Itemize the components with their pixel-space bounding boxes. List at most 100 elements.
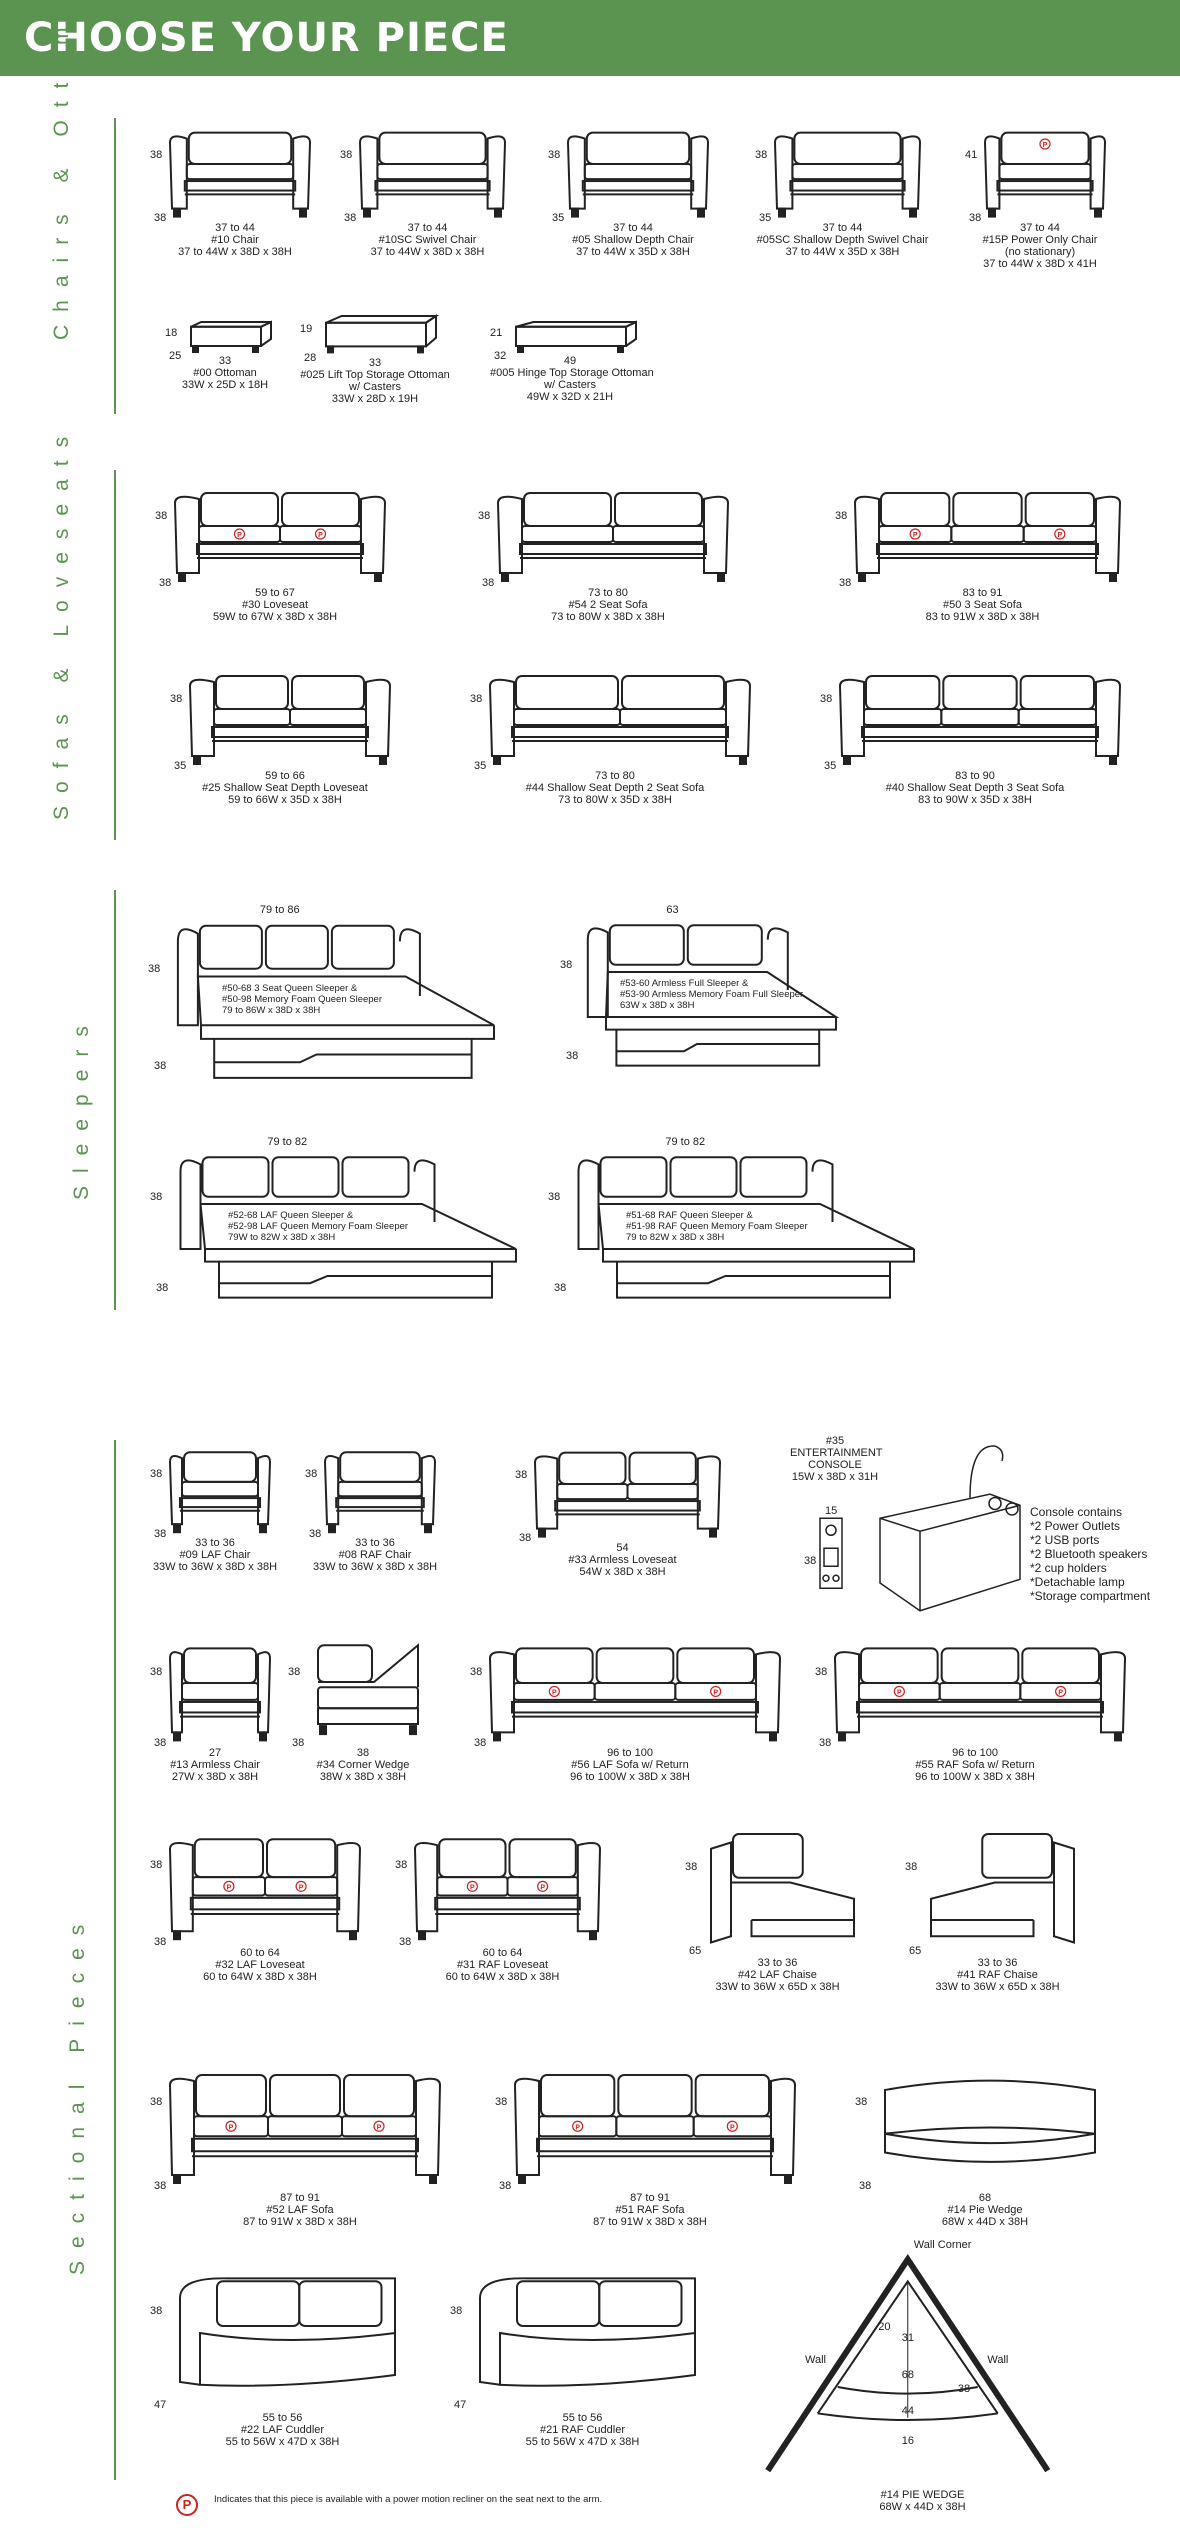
svg-text:P: P (575, 2124, 580, 2131)
dim-depth: 38 (154, 2180, 167, 2192)
dim-width: 49 (563, 355, 577, 367)
dim-height: 41 (965, 148, 978, 161)
piece-drawing (317, 1643, 419, 1736)
section-label-sectional: Sectional Pieces (66, 1911, 89, 2275)
section-label-sofas: Sofas & Loveseats (50, 423, 73, 820)
caption-line: #50 3 Seat Sofa (943, 599, 1022, 611)
caption-line: 15W x 38D x 31H (791, 1471, 879, 1483)
caption-line: w/ Casters (349, 381, 401, 393)
feature-line: *2 Power Outlets (1030, 1519, 1121, 1534)
dim-height: 38 (755, 148, 768, 161)
dim-width: 96 to 100 (607, 1747, 653, 1759)
svg-text:P: P (713, 1689, 718, 1696)
piece-drawing (853, 492, 1122, 582)
dim-depth: 38 (154, 1935, 167, 1948)
svg-text:P: P (730, 2124, 735, 2131)
caption-line: 49W x 32D x 21H (526, 391, 614, 403)
caption-line: #09 LAF Chair (179, 1549, 251, 1561)
dim-height: 38 (495, 2096, 508, 2109)
dim-width: 55 to 56 (562, 2412, 603, 2424)
caption-line: CONSOLE (808, 1459, 862, 1471)
piece-drawing (168, 131, 312, 218)
feature-line: *2 cup holders (1030, 1561, 1107, 1576)
section-rule (114, 118, 116, 414)
dim-depth: 38 (474, 1736, 487, 1749)
caption-line: #10SC Swivel Chair (378, 234, 477, 246)
dim-height: 38 (150, 2096, 163, 2109)
console-features: Console contains*2 Power Outlets*2 USB p… (1030, 1505, 1150, 1603)
dim-height: 38 (288, 1666, 301, 1679)
wall-label: Wall (987, 2354, 1009, 2366)
power-icon: P (466, 1880, 478, 1892)
page-header: CHOOSE YOUR PIECE (0, 0, 1180, 76)
dim-depth: 38 (154, 1527, 167, 1540)
caption-line: #31 RAF Loveseat (456, 1959, 549, 1971)
caption-line: #44 Shallow Seat Depth 2 Seat Sofa (525, 782, 705, 794)
caption-line: 55 to 56W x 47D x 38H (225, 2436, 340, 2448)
caption-line: #50-98 Memory Foam Queen Sleeper (222, 993, 382, 1005)
sleeper-caption: #52-68 LAF Queen Sleeper &#52-98 LAF Que… (228, 1210, 408, 1243)
dim-label: 68 (901, 2369, 914, 2382)
svg-text:P: P (1057, 532, 1062, 539)
piece-drawing (983, 131, 1107, 218)
dim-width: 33 to 36 (977, 1957, 1018, 1969)
svg-text:P: P (229, 2124, 234, 2131)
svg-text:P: P (913, 532, 918, 539)
caption-line: #41 RAF Chaise (957, 1969, 1038, 1981)
caption-line: 73 to 80W x 35D x 38H (558, 794, 672, 806)
page-title: CHOOSE YOUR PIECE (24, 15, 509, 61)
dim-height: 38 (548, 148, 561, 161)
caption-line: #56 LAF Sofa w/ Return (571, 1759, 689, 1771)
power-icon: P (909, 528, 921, 540)
caption-line: 33W to 36W x 38D x 38H (312, 1561, 438, 1573)
dim-label: 20 (878, 2321, 891, 2333)
caption-line: 33W to 36W x 38D x 38H (152, 1561, 278, 1573)
caption-line: 59W to 67W x 38D x 38H (212, 611, 338, 623)
piece-drawing (325, 314, 440, 354)
dim-depth: 38 (554, 1282, 567, 1294)
svg-text:P: P (1043, 142, 1048, 149)
power-legend-text: Indicates that this piece is available w… (214, 2494, 603, 2505)
section-rule (114, 1440, 116, 2480)
dim-height: 18 (165, 326, 178, 339)
caption-line: #025 Lift Top Storage Ottoman (300, 369, 450, 381)
caption-line: 79 to 82W x 38D x 38H (626, 1232, 725, 1243)
dim-depth: 38 (566, 1050, 579, 1062)
dim-label: 16 (901, 2435, 914, 2448)
dim-width: 33 to 36 (195, 1537, 235, 1549)
dim-depth: 25 (169, 350, 182, 363)
caption-line: 83 to 91W x 38D x 38H (925, 611, 1040, 623)
dim-depth: 38 (399, 1935, 412, 1948)
caption-line: 33W x 25D x 18H (181, 379, 269, 391)
dim-depth: 47 (154, 2398, 167, 2411)
piece-drawing (884, 2079, 1096, 2163)
feature-line: *2 Bluetooth speakers (1030, 1547, 1148, 1562)
dim-height: 38 (560, 959, 573, 972)
svg-text:P: P (318, 532, 323, 539)
caption-line: #05 Shallow Depth Chair (572, 234, 694, 246)
caption-line: 87 to 91W x 38D x 38H (593, 2216, 707, 2228)
